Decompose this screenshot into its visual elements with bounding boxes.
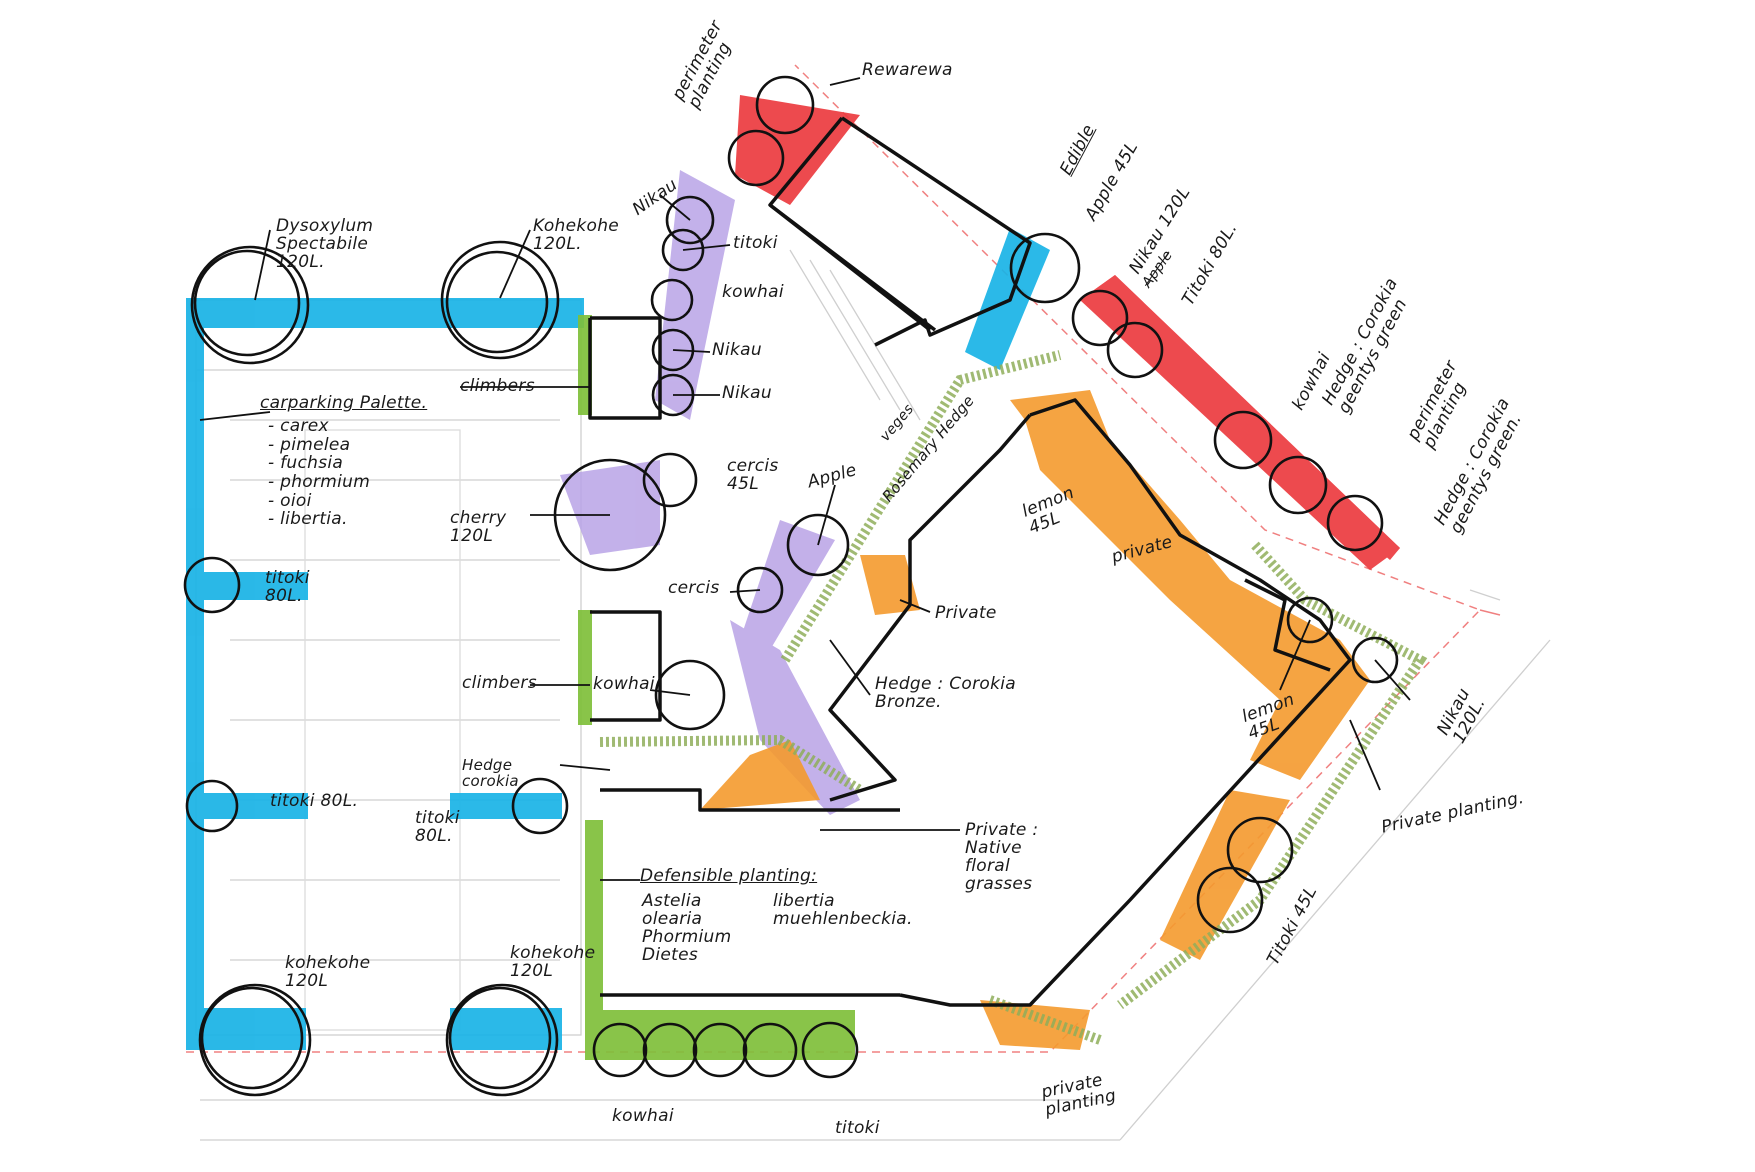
- site-point-arrow: [1479, 609, 1501, 616]
- label-titoki-left-80: titoki 80L.: [265, 568, 310, 606]
- label-dysoxylum: Dysoxylum Spectabile 120L.: [276, 216, 374, 272]
- label-defensible-title: Defensible planting:: [640, 866, 818, 886]
- label-kohekohe-top: Kohekohe 120L.: [533, 216, 620, 254]
- carpark-planting-cyan: [186, 228, 1050, 1050]
- label-kowhai-bottom: kowhai: [612, 1106, 674, 1126]
- label-kohekohe-bottom-left: kohekohe 120L: [285, 953, 371, 991]
- perimeter-planting-red: [735, 95, 1400, 570]
- label-cercis-low: cercis: [668, 578, 720, 598]
- label-climbers-top: climbers: [460, 376, 535, 396]
- label-kohekohe-bottom-mid: kohekohe 120L: [510, 943, 596, 981]
- label-titoki-80-left: titoki 80L.: [270, 791, 359, 811]
- label-kowhai-top: kowhai: [722, 282, 784, 302]
- label-nikau-mid1: Nikau: [712, 340, 762, 360]
- label-nikau-mid2: Nikau: [722, 383, 772, 403]
- label-titoki-bottom: titoki: [835, 1118, 880, 1138]
- tree-symbols: [183, 75, 1399, 1097]
- building-outlines: [588, 116, 1352, 1007]
- label-cercis-45: cercis 45L: [727, 456, 779, 494]
- base-plan-lines: [195, 249, 1551, 1141]
- label-climbers-mid: climbers: [462, 673, 537, 693]
- label-titoki-top: titoki: [733, 233, 778, 253]
- label-hedge-bronze: Hedge : Corokia Bronze.: [875, 674, 1016, 712]
- private-planting-orange: [700, 390, 1370, 1050]
- label-defensible-col1: Astelia olearia Phormium Dietes: [642, 891, 732, 965]
- label-hedge-corokia: Hedge corokia: [462, 756, 519, 790]
- label-defensible-col2: libertia muehlenbeckia.: [773, 891, 913, 929]
- label-private-2: Private: [935, 603, 997, 623]
- label-kowhai-mid: kowhai: [593, 674, 655, 694]
- label-private-native: Private : Native floral grasses: [965, 820, 1039, 894]
- label-cherry: cherry 120L: [450, 508, 507, 546]
- label-titoki-80-mid: titoki 80L.: [415, 808, 460, 846]
- leader-lines: [199, 77, 1411, 881]
- label-rewarewa: Rewarewa: [862, 60, 953, 80]
- label-carpark-palette-title: carparking Palette.: [260, 393, 428, 413]
- label-carpark-palette-items: - carex - pimelea - fuchsia - phormium -…: [268, 416, 371, 530]
